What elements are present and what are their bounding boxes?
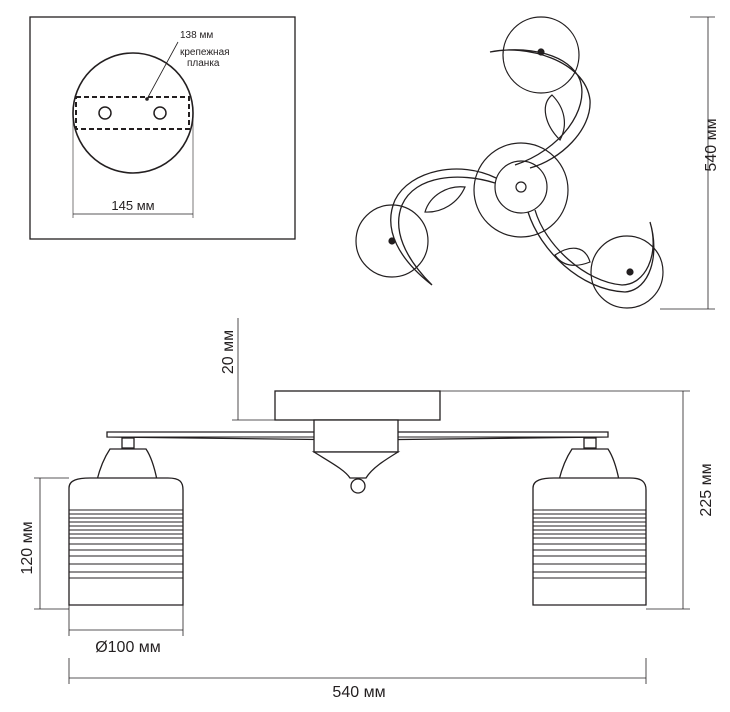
side-center-finial [311, 451, 401, 479]
side-canopy [274, 390, 441, 421]
top-view-center-disc [473, 142, 569, 238]
top-view-socket-right [626, 268, 634, 276]
plate-leader-line [146, 41, 179, 100]
canopy-height-label: 20 мм [220, 330, 237, 374]
side-right-holder [583, 437, 597, 449]
side-left-shade [68, 477, 184, 606]
side-view [68, 390, 647, 606]
top-view-size-label: 540 мм [703, 118, 720, 171]
top-view-shade-right [590, 235, 664, 309]
mount-hole-left [98, 106, 112, 120]
side-center-body [313, 419, 399, 453]
top-view-leaf-right [554, 247, 591, 266]
side-left-shade-stripes [69, 509, 183, 579]
side-dimensions [34, 318, 690, 684]
mounting-detail: 138 мм крепежная планка 145 мм [29, 16, 296, 240]
base-circle [72, 52, 194, 174]
plate-name-line1: крепежная [180, 47, 230, 58]
top-view-canopy [494, 160, 548, 214]
top-view-arm-left [390, 168, 497, 286]
top-view-shade-top [502, 16, 580, 94]
plate-length-label: 138 мм [180, 30, 213, 41]
base-width-label: 145 мм [111, 198, 154, 213]
shade-diameter-label: Ø100 мм [95, 639, 161, 656]
mounting-detail-frame [29, 16, 296, 240]
top-view-leaf-left [424, 186, 466, 213]
top-view [355, 16, 715, 310]
side-left-holder [121, 437, 135, 449]
side-center-ball [350, 478, 366, 494]
mount-plate [75, 96, 190, 130]
side-right-shade [532, 477, 647, 606]
top-view-shade-left [355, 204, 429, 278]
side-right-shade-stripes [533, 509, 646, 579]
mount-hole-right [153, 106, 167, 120]
side-right-socket [558, 448, 620, 481]
top-view-hub [515, 181, 527, 193]
total-height-label: 225 мм [698, 463, 715, 516]
top-view-leaf-top [544, 94, 566, 141]
side-left-socket [96, 448, 158, 481]
total-width-label: 540 мм [332, 684, 385, 701]
shade-height-label: 120 мм [19, 521, 36, 574]
plate-name-line2: планка [187, 58, 220, 69]
top-view-arm-right [527, 209, 655, 293]
top-view-arm-top [489, 49, 591, 169]
